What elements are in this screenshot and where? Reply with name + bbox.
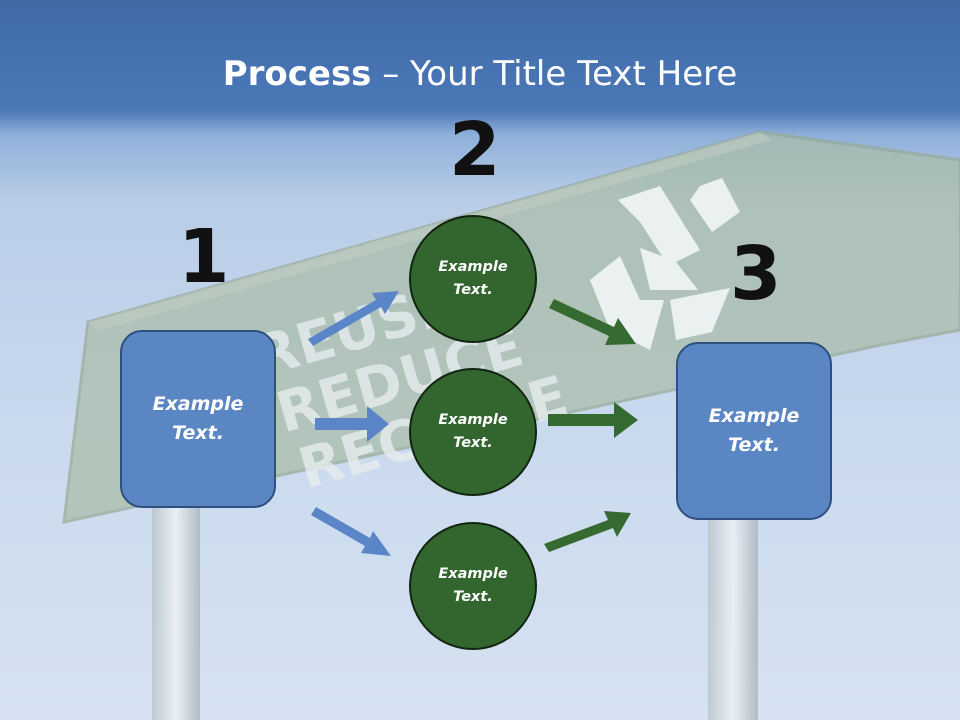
title-rest: – Your Title Text Here — [371, 54, 738, 94]
sign-pole-left — [152, 500, 200, 720]
circle-top-line1: Example — [438, 259, 508, 275]
circle-center-line1: Example — [438, 412, 508, 428]
circle-bottom-line2: Text. — [453, 589, 493, 605]
step-number-2: 2 — [449, 107, 501, 193]
right-box-line2: Text. — [728, 434, 780, 456]
step-number-1: 1 — [178, 214, 230, 300]
arrow-green-mid — [548, 402, 638, 438]
arrow-green-up — [549, 299, 636, 345]
slide-title: Process – Your Title Text Here — [0, 52, 960, 96]
circle-top-line2: Text. — [453, 282, 493, 298]
circle-bottom-line1: Example — [438, 566, 508, 582]
step-number-3: 3 — [730, 231, 782, 317]
sign-pole-right — [708, 500, 758, 720]
arrow-blue-up — [308, 291, 399, 346]
left-box-line2: Text. — [172, 422, 224, 444]
arrow-blue-down — [311, 507, 391, 556]
circle-center-line2: Text. — [453, 435, 493, 451]
title-bold: Process — [222, 54, 372, 94]
left-box-line1: Example — [152, 393, 244, 415]
arrow-green-down — [544, 511, 631, 552]
right-box-line1: Example — [708, 405, 800, 427]
arrow-blue-mid — [315, 406, 389, 442]
recycle-icon — [590, 178, 740, 350]
